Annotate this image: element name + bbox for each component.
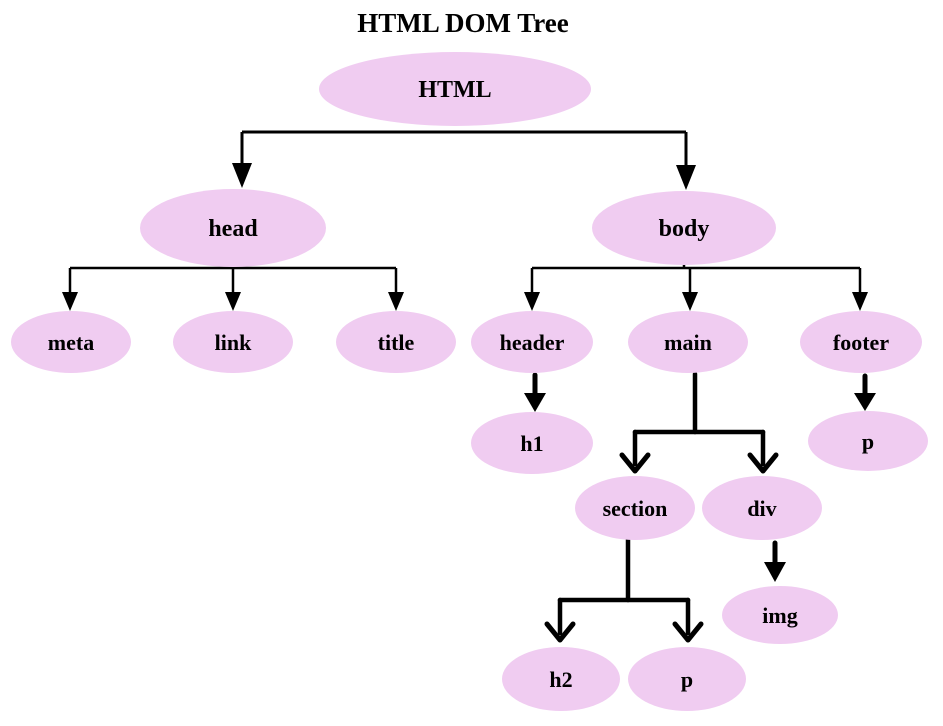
- arrowhead-to-footer: [852, 292, 868, 311]
- node-title-label: title: [378, 330, 415, 355]
- edge-html-to-head-body: [232, 130, 696, 190]
- arrowhead-to-meta: [62, 292, 78, 311]
- arrowhead-to-main: [682, 292, 698, 311]
- arrowhead-to-title: [388, 292, 404, 311]
- arrowhead-to-h2: [544, 621, 576, 643]
- node-main-label: main: [664, 330, 712, 355]
- node-div: div: [702, 476, 822, 540]
- node-header-label: header: [500, 330, 565, 355]
- node-body: body: [592, 191, 776, 265]
- edge-header-to-h1: [524, 372, 546, 412]
- edge-div-to-img: [764, 540, 786, 582]
- node-footer-label: footer: [833, 330, 889, 355]
- node-title: title: [336, 311, 456, 373]
- node-meta: meta: [11, 311, 131, 373]
- arrowhead-to-p-footer: [854, 393, 876, 411]
- arrowhead-to-header: [524, 292, 540, 311]
- arrowhead-to-body: [676, 165, 696, 190]
- arrowhead-to-p-section: [672, 621, 704, 643]
- arrowhead-to-h1: [524, 393, 546, 412]
- node-p-footer-label: p: [862, 429, 874, 454]
- node-html: HTML: [319, 52, 591, 126]
- node-img: img: [722, 586, 838, 644]
- arrowhead-to-div: [747, 452, 779, 474]
- node-h1-label: h1: [520, 431, 543, 456]
- edge-footer-to-p: [854, 373, 876, 411]
- node-head: head: [140, 189, 326, 267]
- diagram-title: HTML DOM Tree: [357, 8, 568, 38]
- node-p-footer: p: [808, 411, 928, 471]
- arrowhead-to-img: [764, 562, 786, 582]
- arrowhead-to-section: [619, 452, 651, 474]
- node-body-label: body: [659, 216, 710, 242]
- node-meta-label: meta: [48, 330, 94, 355]
- node-img-label: img: [762, 603, 797, 628]
- node-footer: footer: [800, 311, 922, 373]
- node-header: header: [471, 311, 593, 373]
- node-p-section-label: p: [681, 667, 693, 692]
- node-p-section: p: [628, 647, 746, 711]
- node-link: link: [173, 311, 293, 373]
- edge-body-to-children: [524, 258, 868, 311]
- node-main: main: [628, 311, 748, 373]
- edge-section-to-h2-p: [544, 536, 704, 643]
- node-section: section: [575, 476, 695, 540]
- node-section-label: section: [603, 496, 668, 521]
- node-head-label: head: [208, 216, 258, 242]
- node-h2: h2: [502, 647, 620, 711]
- edge-main-to-section-div: [619, 371, 779, 474]
- node-h1: h1: [471, 412, 593, 474]
- node-h2-label: h2: [549, 667, 572, 692]
- node-div-label: div: [747, 496, 776, 521]
- arrowhead-to-link: [225, 292, 241, 311]
- node-html-label: HTML: [418, 77, 491, 103]
- edge-head-to-children: [62, 260, 404, 311]
- arrowhead-to-head: [232, 163, 252, 188]
- node-link-label: link: [215, 330, 252, 355]
